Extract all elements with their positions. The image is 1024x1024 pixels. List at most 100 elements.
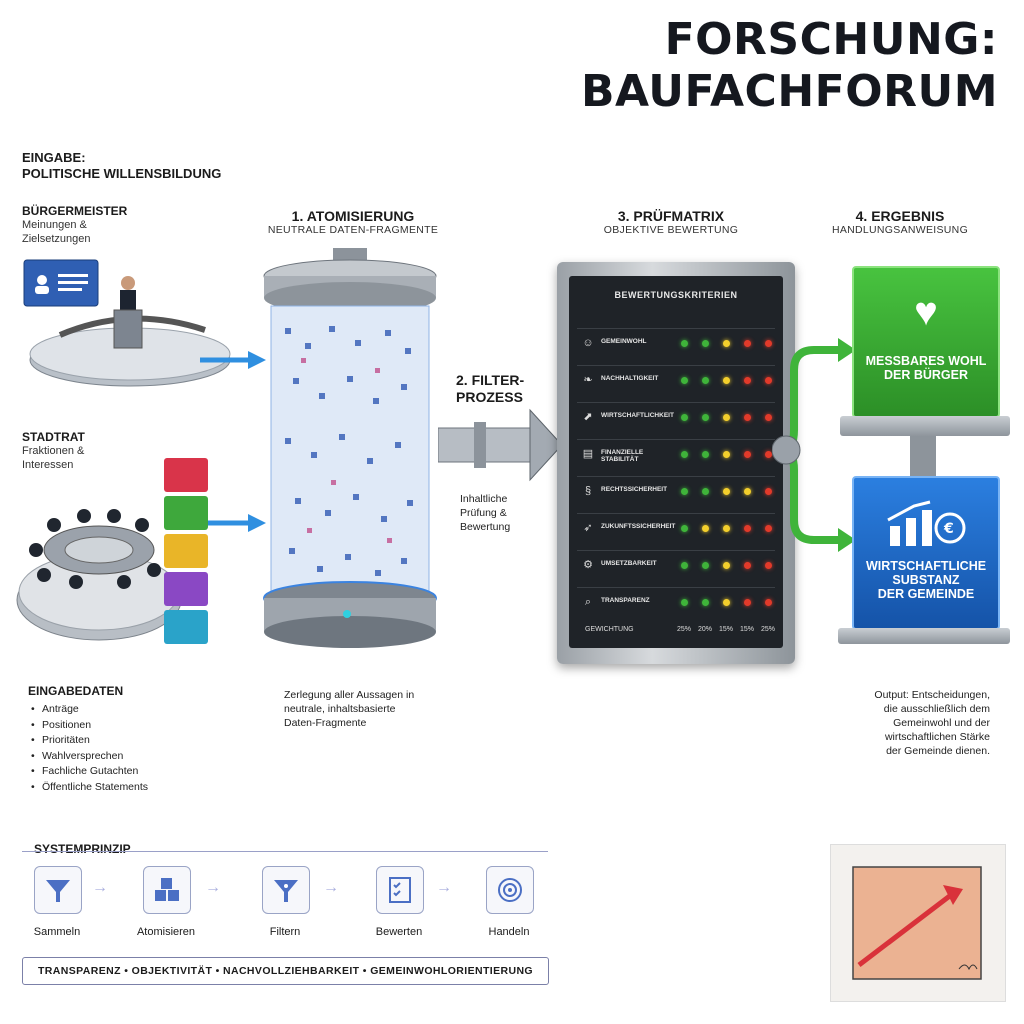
principle-step-collect xyxy=(34,866,82,914)
matrix-row: ▤FINANZIELLE STABILITÄT xyxy=(577,439,775,470)
checklist-icon xyxy=(376,866,424,914)
page-title: FORSCHUNG: BAUFACHFORUM xyxy=(581,14,998,118)
principle-footer: TRANSPARENZ • OBJEKTIVITÄT • NACHVOLLZIE… xyxy=(22,957,549,985)
matrix-row: §RECHTSSICHERHEIT xyxy=(577,476,775,507)
principle-header: SYSTEMPRINZIP xyxy=(34,842,131,856)
step-4-title: 4. ERGEBNIS xyxy=(855,208,945,224)
list-item: Anträge xyxy=(31,702,148,718)
result-2-base xyxy=(838,628,1010,644)
input-header: EINGABE: POLITISCHE WILLENSBILDUNG xyxy=(22,150,221,182)
party-card-cyan xyxy=(164,610,208,644)
matrix-row: ➶ZUKUNFTSSICHERHEIT xyxy=(577,513,775,544)
care-people-icon: ♥ xyxy=(914,290,938,334)
status-dot xyxy=(702,562,709,569)
weight-value: 25% xyxy=(677,626,692,633)
step-1-subtitle: NEUTRALE DATEN-FRAGMENTE xyxy=(267,224,439,236)
principle-step-atomize xyxy=(143,866,191,914)
status-dot xyxy=(765,340,772,347)
output-caption: Output: Entscheidungen, die ausschließli… xyxy=(836,688,990,758)
sketch-thumbnail xyxy=(830,844,1006,1002)
matrix-row: ❧NACHHALTIGKEIT xyxy=(577,365,775,396)
status-dot xyxy=(702,451,709,458)
status-dot xyxy=(681,414,688,421)
result-economy: € WIRTSCHAFTLICHE SUBSTANZ DER GEMEINDE xyxy=(852,476,1000,630)
title-line-1: FORSCHUNG: xyxy=(664,14,998,65)
growth-chart-icon: € xyxy=(887,500,966,546)
status-dot xyxy=(702,599,709,606)
status-dot xyxy=(702,377,709,384)
result-wellbeing: ♥ MESSBARES WOHL DER BÜRGER xyxy=(852,266,1000,418)
matrix-row-label: GEMEINWOHL xyxy=(601,338,647,345)
status-dot xyxy=(765,377,772,384)
status-dot xyxy=(723,451,730,458)
result-pillar xyxy=(910,436,936,476)
step-3-subtitle: OBJEKTIVE BEWERTUNG xyxy=(603,224,739,236)
svg-text:€: € xyxy=(943,521,954,537)
status-dot xyxy=(723,340,730,347)
status-dot xyxy=(765,599,772,606)
step-2-caption-3: Bewertung xyxy=(460,521,511,533)
magnifier-icon: ⌕ xyxy=(584,596,592,608)
matrix-row-label: WIRTSCHAFTLICHKEIT xyxy=(601,412,674,419)
result-economy-line-2: SUBSTANZ xyxy=(892,573,960,587)
output-line: Gemeinwohl und der xyxy=(893,717,990,729)
status-dot xyxy=(723,525,730,532)
status-dot xyxy=(744,340,751,347)
status-dot xyxy=(765,414,772,421)
input-header-line-1: EINGABE: xyxy=(22,150,86,165)
step-1-title: 1. ATOMISIERUNG xyxy=(291,208,415,224)
sketch-growth-icon xyxy=(852,866,982,980)
list-item: Öffentliche Statements xyxy=(31,780,148,796)
principle-label: Atomisieren xyxy=(136,926,196,938)
list-item: Wahlversprechen xyxy=(31,749,148,765)
growth-icon: ⬈ xyxy=(583,411,593,423)
principle-label: Bewerten xyxy=(375,926,423,938)
output-line: wirtschaftlichen Stärke xyxy=(884,731,990,743)
matrix-row: ⌕TRANSPARENZ xyxy=(577,587,775,618)
step-1-caption-1: Zerlegung aller Aussagen in xyxy=(284,689,415,701)
council-label: STADTRAT Fraktionen & Interessen xyxy=(22,430,85,472)
output-line: Output: Entscheidungen, xyxy=(874,689,990,701)
step-2-title: 2. FILTER- PROZESS xyxy=(456,372,524,406)
council-cards xyxy=(164,458,208,644)
status-dot xyxy=(681,562,688,569)
status-dot xyxy=(681,525,688,532)
target-icon xyxy=(486,866,534,914)
evaluation-matrix: BEWERTUNGSKRITERIEN ☺GEMEINWOHL❧NACHHALT… xyxy=(557,262,795,664)
step-3-header: 3. PRÜFMATRIX OBJEKTIVE BEWERTUNG xyxy=(576,208,766,236)
step-1-caption-3: Daten-Fragmente xyxy=(284,717,367,729)
filter-pipe xyxy=(438,408,563,482)
matrix-row-label: UMSETZBARKEIT xyxy=(601,560,657,567)
step-4-subtitle: HANDLUNGSANWEISUNG xyxy=(831,224,969,236)
party-card-red xyxy=(164,458,208,492)
weight-value: 25% xyxy=(761,626,776,633)
funnel-icon xyxy=(34,866,82,914)
mayor-sub-2: Zielsetzungen xyxy=(22,233,91,245)
status-dot xyxy=(681,488,688,495)
matrix-row: ⚙ UMSETZBARKEIT xyxy=(577,550,775,581)
step-2-caption-1: Inhaltliche xyxy=(460,493,508,505)
input-data-list: Anträge Positionen Prioritäten Wahlversp… xyxy=(28,702,148,795)
council-sub-2: Interessen xyxy=(22,459,74,471)
matrix-row-label: FINANZIELLE STABILITÄT xyxy=(601,449,644,463)
weight-label: GEWICHTUNG xyxy=(585,626,634,633)
people-icon: ☺ xyxy=(582,337,594,349)
matrix-row: ☺ GEMEINWOHL xyxy=(577,328,775,359)
step-3-title: 3. PRÜFMATRIX xyxy=(617,208,725,224)
principle-footer-text: TRANSPARENZ • OBJEKTIVITÄT • NACHVOLLZIE… xyxy=(37,965,534,977)
status-dot xyxy=(723,488,730,495)
gears-icon: ⚙ xyxy=(583,559,593,571)
atomizer-cylinder xyxy=(263,248,437,648)
status-dot xyxy=(765,562,772,569)
matrix-row: ⬈ WIRTSCHAFTLICHKEIT xyxy=(577,402,775,433)
status-dot xyxy=(702,340,709,347)
principle-label: Sammeln xyxy=(33,926,81,938)
party-card-yellow xyxy=(164,534,208,568)
input-header-line-2: POLITISCHE WILLENSBILDUNG xyxy=(22,166,222,181)
weight-value: 20% xyxy=(698,626,713,633)
principle-rule xyxy=(22,851,548,852)
principle-step-filter xyxy=(262,866,310,914)
mayor-arrow-icon xyxy=(200,351,266,369)
status-dot xyxy=(681,451,688,458)
matrix-row-label: RECHTSSICHERHEIT xyxy=(601,486,668,493)
